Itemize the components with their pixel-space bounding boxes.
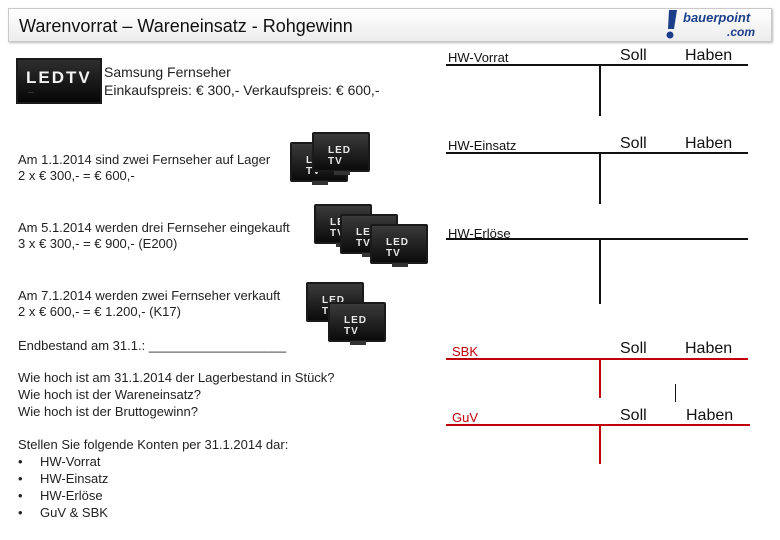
- event-1-line2: 2 x € 300,- = € 600,-: [18, 168, 135, 183]
- task-item-hw-erloese: HW-Erlöse: [40, 488, 103, 503]
- page-title: Warenvorrat – Wareneinsatz - Rohgewinn: [19, 16, 353, 36]
- tv-icon: LED TV: [370, 224, 428, 267]
- event-3-line2: 2 x € 600,- = € 1.200,- (K17): [18, 304, 181, 319]
- account-hw-vorrat-hline: [446, 64, 748, 66]
- account-sbk-vline: [599, 358, 601, 398]
- task-item-hw-vorrat: HW-Vorrat: [40, 454, 101, 469]
- account-hw-einsatz-hline: [446, 152, 748, 154]
- account-sbk-hline: [446, 358, 748, 360]
- tv-icon: LED TV: [312, 132, 370, 175]
- task-item-hw-einsatz: HW-Einsatz: [40, 471, 109, 486]
- logo-sub: .com: [727, 25, 756, 39]
- account-hw-einsatz-vline: [599, 152, 601, 204]
- event-3-line1: Am 7.1.2014 werden zwei Fernseher verkau…: [18, 288, 281, 303]
- account-hw-einsatz-label: HW-Einsatz: [448, 138, 517, 153]
- question-1: Wie hoch ist am 31.1.2014 der Lagerbesta…: [18, 370, 335, 385]
- account-hw-einsatz-haben: Haben: [685, 135, 733, 152]
- account-hw-vorrat-haben: Haben: [685, 47, 733, 64]
- account-guv-vline: [599, 424, 601, 464]
- account-sbk-label: SBK: [452, 344, 479, 359]
- account-hw-vorrat-soll: Soll: [620, 47, 647, 64]
- task-bullet: •: [18, 505, 23, 520]
- event-2-line1: Am 5.1.2014 werden drei Fernseher eingek…: [18, 220, 290, 235]
- bauerpoint-logo: bauerpoint .com: [665, 7, 765, 41]
- account-guv-hline: [446, 424, 750, 426]
- account-hw-vorrat-label: HW-Vorrat: [448, 50, 509, 65]
- account-sbk-soll: Soll: [620, 340, 647, 357]
- tv-icon: LED TV: [328, 302, 386, 345]
- title-bar: Warenvorrat – Wareneinsatz - Rohgewinn: [8, 8, 772, 42]
- product-name: Samsung Fernseher: [104, 64, 231, 80]
- task-item-guv-sbk: GuV & SBK: [40, 505, 108, 520]
- question-2: Wie hoch ist der Wareneinsatz?: [18, 387, 202, 402]
- account-hw-einsatz-soll: Soll: [620, 135, 647, 152]
- task-intro: Stellen Sie folgende Konten per 31.1.201…: [18, 437, 289, 452]
- account-hw-erloese-vline: [599, 238, 601, 304]
- task-bullet: •: [18, 488, 23, 503]
- account-sbk-haben: Haben: [685, 340, 733, 357]
- account-sbk-divider: [675, 384, 676, 402]
- account-hw-vorrat-vline: [599, 64, 601, 116]
- account-guv-haben: Haben: [686, 407, 734, 424]
- endbestand: Endbestand am 31.1.: ___________________: [18, 338, 287, 353]
- task-bullet: •: [18, 471, 23, 486]
- account-hw-erloese-hline: [446, 238, 748, 240]
- product-prices: Einkaufspreis: € 300,- Verkaufspreis: € …: [104, 82, 380, 98]
- logo-mark-icon: [666, 10, 677, 39]
- event-2-line2: 3 x € 300,- = € 900,- (E200): [18, 236, 178, 251]
- event-1-line1: Am 1.1.2014 sind zwei Fernseher auf Lage…: [18, 152, 271, 167]
- task-bullet: •: [18, 454, 23, 469]
- account-guv-soll: Soll: [620, 407, 647, 424]
- logo-text: bauerpoint: [683, 10, 751, 25]
- account-guv-label: GuV: [452, 410, 479, 425]
- question-3: Wie hoch ist der Bruttogewinn?: [18, 404, 198, 419]
- account-hw-erloese-label: HW-Erlöse: [448, 226, 511, 241]
- tv-product-icon: LEDTV ···: [16, 58, 102, 104]
